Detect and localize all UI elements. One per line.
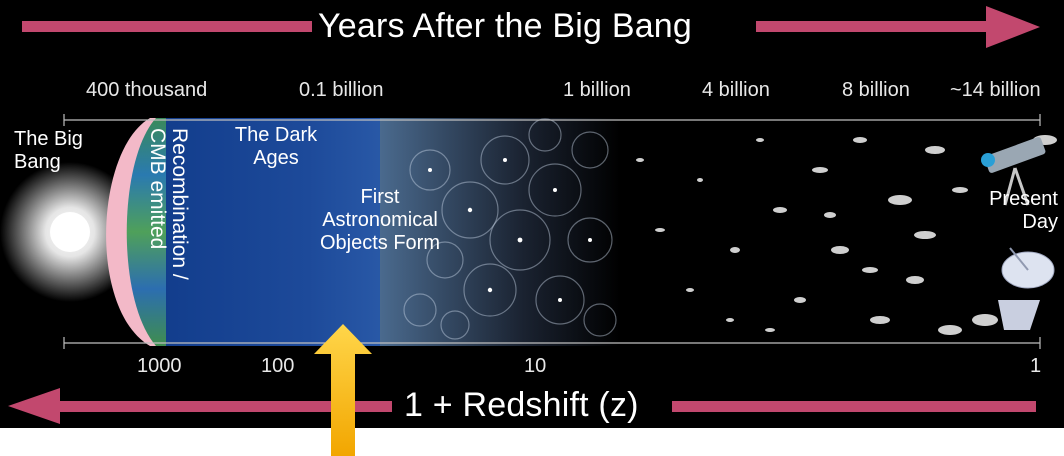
time-tick-label: 1 billion — [563, 79, 631, 101]
first-objects-bubbles — [403, 118, 617, 340]
dark-ages-label: The Dark Ages — [234, 124, 318, 169]
redshift-tick-label: 10 — [524, 355, 547, 377]
present-day-label: Present Day — [989, 188, 1058, 233]
time-tick-label: ~14 billion — [950, 79, 1041, 101]
telescope-icon — [981, 137, 1046, 206]
time-tick-label: 0.1 billion — [299, 79, 384, 101]
big-bang-burst — [0, 162, 140, 302]
time-tick-label: 4 billion — [702, 79, 770, 101]
axis-frame — [63, 114, 1041, 349]
redshift-tick-label: 1000 — [137, 355, 182, 377]
redshift-tick-label: 1 — [1030, 355, 1042, 377]
time-tick-label: 400 thousand — [86, 79, 208, 101]
redshift-tick-label: 100 — [261, 355, 295, 377]
recombination-label: Recombination / CMB emitted — [146, 128, 192, 280]
radio-dish-icon — [998, 247, 1055, 330]
big-bang-label: The Big Bang — [14, 128, 83, 173]
reionization-region — [380, 118, 620, 346]
first-objects-label: First Astronomical Objects Form — [319, 186, 441, 254]
bottom-axis-arrow — [8, 388, 1036, 424]
top-axis-arrow — [22, 6, 1040, 48]
marker-arrow-icon — [314, 324, 372, 456]
cmb-shell — [106, 118, 166, 346]
time-tick-label: 8 billion — [842, 79, 910, 101]
bottom-axis-title: 1 + Redshift (z) — [404, 386, 639, 424]
bottom-margin — [0, 428, 1064, 456]
top-axis-title: Years After the Big Bang — [318, 7, 693, 45]
first-objects-stars — [428, 158, 592, 302]
galaxy-field — [636, 135, 1057, 335]
